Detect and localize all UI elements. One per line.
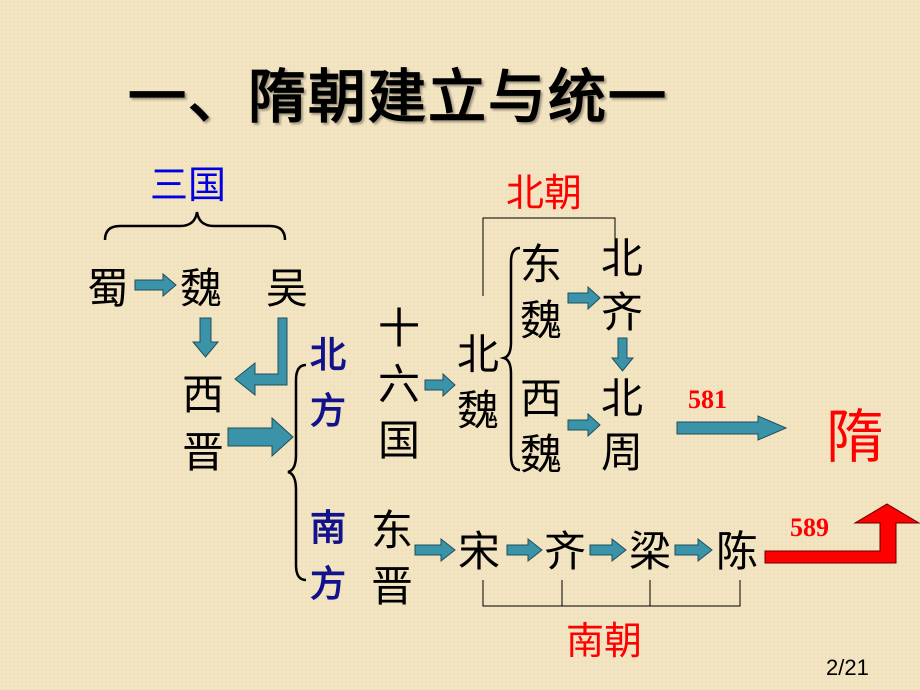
arrow-liang-chen [674,537,713,563]
three-kingdoms-label: 三国 [150,163,227,207]
sixteen-kingdoms-2: 六 [378,360,421,409]
north-label-1: 北 [310,334,347,376]
eastern-wei-2: 魏 [520,296,563,345]
southern-dynasties-label: 南朝 [566,619,643,663]
north-label-2: 方 [310,390,347,432]
northern-dynasties-label: 北朝 [506,171,583,215]
western-jin-2: 晋 [182,428,225,477]
wei: 魏 [180,264,223,313]
page-title: 一、隋朝建立与统一 [128,63,669,131]
brace-north-south [287,363,307,582]
western-jin-1: 西 [182,370,225,419]
northern-wei-2: 魏 [457,386,500,435]
northern-qi-1: 北 [601,234,644,283]
sui-dynasty: 隋 [826,403,885,471]
dynasty-chen: 陈 [716,527,759,576]
northern-qi-2: 齐 [601,288,644,337]
wu: 吴 [266,264,309,313]
arrow-wu-bent [234,317,288,397]
arrow-581 [676,415,788,441]
page-number: 2/21 [826,655,869,680]
arrow-jin-north [227,416,294,458]
year-581: 581 [688,385,727,414]
arrow-dongjin-song [414,537,456,563]
eastern-jin-2: 晋 [371,562,414,611]
northern-wei-1: 北 [457,330,500,379]
arrow-song-qi [506,537,543,563]
western-wei-2: 魏 [520,430,563,479]
dynasty-song: 宋 [458,527,501,576]
eastern-jin-1: 东 [371,506,414,555]
brace-beiwei [499,246,521,472]
arrow-beiqi-down [610,337,635,372]
dynasty-qi: 齐 [544,527,587,576]
northern-zhou-1: 北 [601,374,644,423]
northern-zhou-2: 周 [601,428,644,477]
brace-three-kingdoms [103,211,287,241]
bracket-southern-dynasties [482,580,741,607]
arrow-xiwei-beizhou [567,412,601,438]
shu: 蜀 [87,264,130,313]
year-589: 589 [790,513,829,542]
eastern-wei-1: 东 [520,240,563,289]
arrow-qi-liang [589,537,627,563]
arrow-wei-down [191,317,220,358]
south-label-2: 方 [310,563,347,605]
arrow-16-beiwei [424,372,456,398]
sixteen-kingdoms-1: 十 [378,304,421,353]
dynasty-liang: 梁 [629,527,672,576]
western-wei-1: 西 [520,374,563,423]
sixteen-kingdoms-3: 国 [378,416,421,465]
bracket-northern-dynasties [482,217,616,296]
arrow-dongwei-beiqi [567,285,601,311]
arrow-589-red [764,503,920,564]
south-label-1: 南 [310,507,347,549]
arrow-shu-wei [134,272,177,298]
